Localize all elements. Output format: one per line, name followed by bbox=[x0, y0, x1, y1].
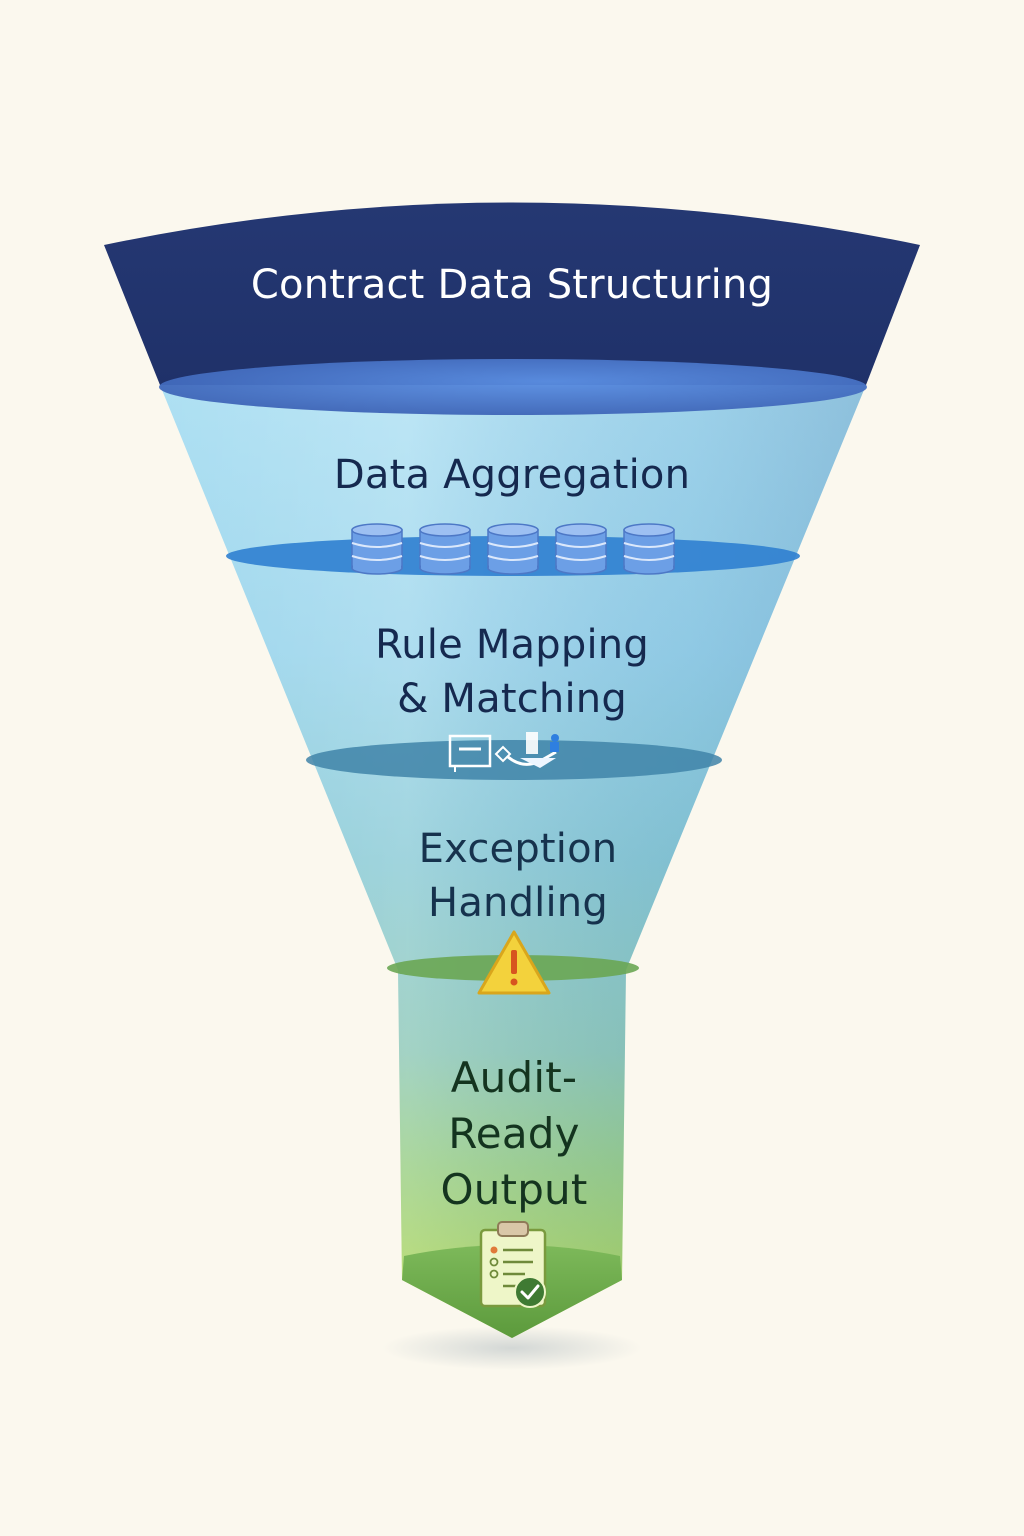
stage-label-audit-ready-output: Audit- Ready Output bbox=[2, 1050, 1024, 1218]
stage-label-line: Handling bbox=[428, 880, 608, 926]
stage-label-line: Ready bbox=[448, 1109, 580, 1158]
stage-label-line: Audit- bbox=[450, 1053, 578, 1102]
stage-label-exception-handling: Exception Handling bbox=[6, 822, 1024, 930]
funnel-top-band bbox=[104, 202, 920, 385]
stage-label-line: Exception bbox=[418, 826, 618, 872]
stage-label-line: Output bbox=[440, 1165, 588, 1214]
database-icon bbox=[623, 523, 675, 575]
stage-label-rule-mapping: Rule Mapping & Matching bbox=[0, 618, 1024, 726]
funnel-shadow bbox=[382, 1326, 642, 1370]
database-icon bbox=[419, 523, 471, 575]
rule-mapping-icon bbox=[448, 732, 559, 772]
database-stack-icons bbox=[351, 523, 675, 575]
stage-label-line: Rule Mapping bbox=[375, 622, 649, 668]
clipboard-check-icon bbox=[479, 1221, 547, 1308]
stage-label-contract-data-structuring: Contract Data Structuring bbox=[0, 262, 1024, 308]
stage-label-line: Data Aggregation bbox=[333, 452, 691, 498]
stage-label-line: Contract Data Structuring bbox=[250, 262, 774, 308]
warning-icon bbox=[477, 930, 551, 995]
funnel-rim bbox=[159, 359, 867, 415]
database-icon bbox=[487, 523, 539, 575]
database-icon bbox=[555, 523, 607, 575]
stage-label-data-aggregation: Data Aggregation bbox=[0, 452, 1024, 498]
stage-label-line: & Matching bbox=[397, 676, 627, 722]
database-icon bbox=[351, 523, 403, 575]
